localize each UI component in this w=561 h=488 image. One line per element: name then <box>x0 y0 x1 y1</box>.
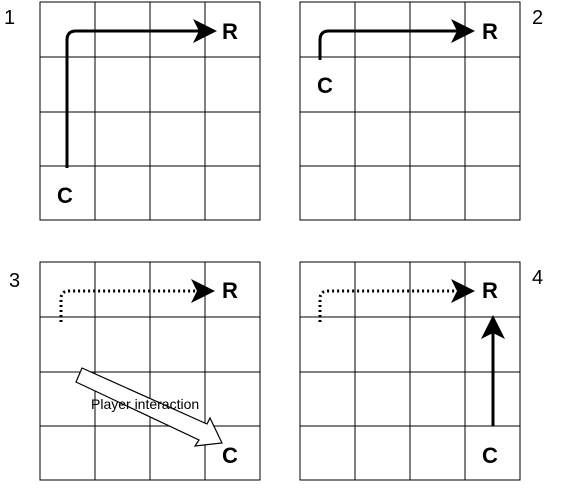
panel-2-number: 2 <box>532 7 543 29</box>
panel-3-player-interaction-label: Player interaction <box>91 396 199 412</box>
panel-4-destination-r: R <box>482 278 498 303</box>
panel-3-interaction-arrow <box>75 367 223 447</box>
panel-1-number: 1 <box>4 7 15 29</box>
panel-1-grid <box>39 1 261 221</box>
panel-1-destination-r: R <box>222 19 238 44</box>
panel-1-car-c: C <box>57 183 73 208</box>
panel-4-car-c: C <box>482 443 498 468</box>
panel-1-route-arrow <box>65 19 217 168</box>
panel-2-grid <box>299 1 521 221</box>
panel-3-number: 3 <box>9 270 20 292</box>
panel-2-route-arrow <box>318 19 475 60</box>
panel-3-destination-r: R <box>222 278 238 303</box>
panel-4-previous-route-dotted <box>318 279 475 322</box>
panel-3-car-c: C <box>222 443 238 468</box>
panel-3: 3 Player interaction R C <box>9 261 261 481</box>
panel-3-route-arrow-dotted <box>59 279 215 322</box>
panel-2-destination-r: R <box>482 19 498 44</box>
panel-1: 1 R C <box>4 1 261 221</box>
panel-2: 2 R C <box>299 1 543 221</box>
panel-2-car-c: C <box>317 73 333 98</box>
panel-4: 4 R C <box>299 261 543 481</box>
panel-4-number: 4 <box>532 267 543 289</box>
